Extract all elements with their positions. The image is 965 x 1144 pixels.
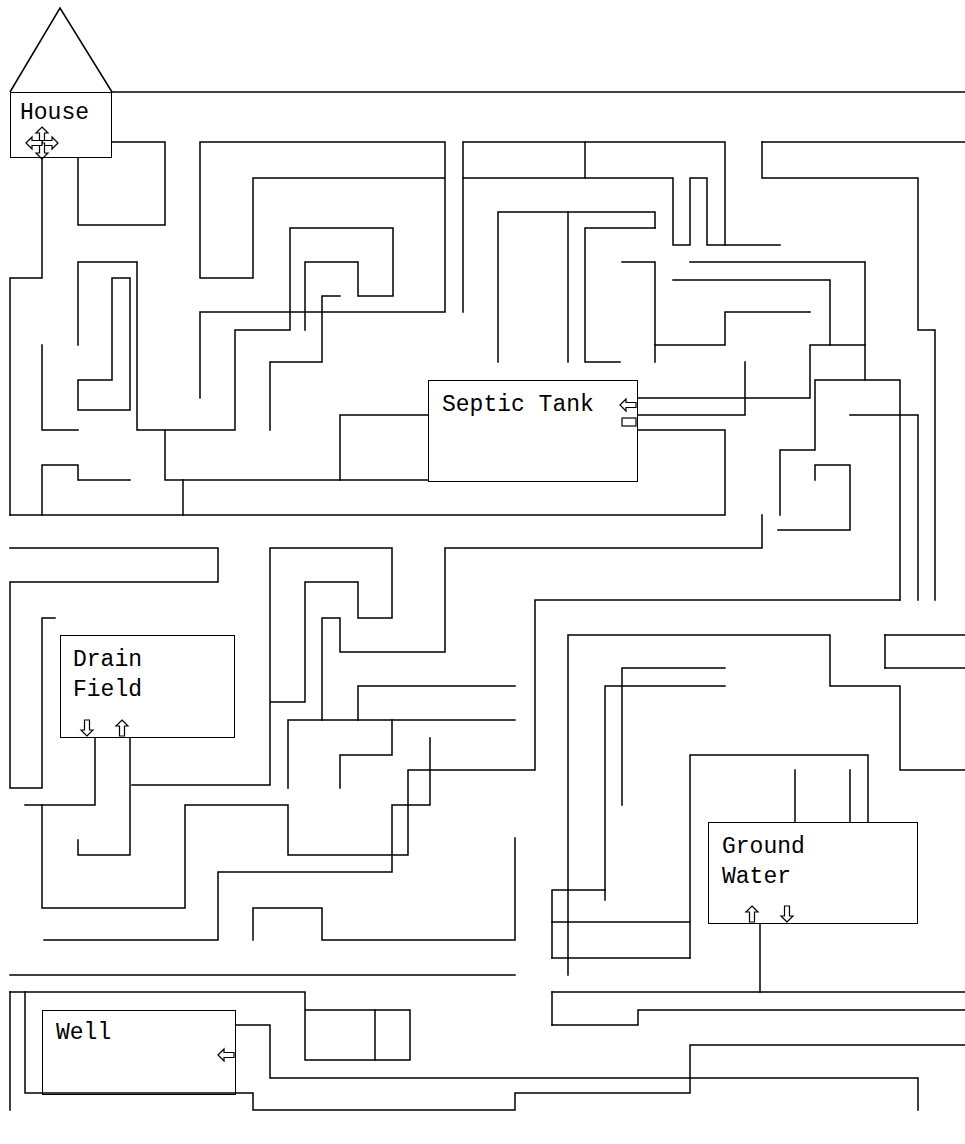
maze-wall: [42, 345, 78, 430]
maze-wall: [762, 142, 935, 600]
flow-arrow: [26, 137, 42, 149]
maze-station-box: Drain Field: [60, 635, 235, 738]
maze-wall: [498, 212, 655, 362]
maze-wall: [463, 142, 780, 312]
maze-wall: [552, 1010, 965, 1025]
maze-wall: [759, 924, 761, 992]
maze-wall: [850, 415, 918, 600]
station-label: Ground Water: [722, 832, 840, 892]
station-label: Septic Tank: [442, 390, 624, 420]
maze-wall: [44, 738, 430, 940]
maze-wall: [622, 262, 655, 362]
maze-wall: [78, 738, 130, 855]
maze-wall: [10, 430, 725, 515]
maze-wall: [236, 1025, 918, 1110]
maze-wall: [78, 278, 130, 410]
maze-wall: [253, 838, 515, 940]
maze-wall: [638, 345, 865, 398]
maze-wall: [638, 362, 745, 415]
maze-wall: [568, 635, 965, 975]
maze-wall: [112, 91, 965, 93]
maze-station-box: Septic Tank: [428, 380, 638, 482]
maze-wall: [374, 1010, 376, 1060]
maze-wall: [551, 992, 553, 1025]
maze-wall: [778, 465, 850, 530]
maze-wall: [322, 515, 762, 720]
flow-arrow: [620, 399, 636, 411]
station-label: Drain Field: [73, 645, 178, 705]
maze-wall: [182, 480, 184, 515]
maze-walls: [10, 92, 965, 1110]
outlet-pipe: [622, 418, 636, 426]
maze-wall: [165, 228, 393, 430]
maze-wall: [358, 686, 515, 720]
maze-wall: [25, 738, 95, 805]
maze-wall: [340, 415, 428, 480]
flow-arrow: [781, 906, 793, 922]
maze-wall: [10, 158, 42, 515]
maze-station-box: House: [10, 92, 112, 158]
house-roof: [10, 8, 112, 92]
maze-wall: [655, 312, 810, 345]
flow-arrow: [746, 906, 758, 922]
maze-wall: [78, 142, 165, 225]
maze-wall: [42, 465, 130, 515]
maze-wall: [552, 921, 690, 923]
maze-wall: [10, 974, 515, 976]
maze-wall: [849, 770, 851, 822]
maze-wall: [780, 380, 865, 515]
maze-wall: [25, 992, 965, 1110]
maze-wall: [690, 755, 868, 958]
maze-wall: [585, 228, 655, 362]
maze-wall: [605, 686, 725, 900]
maze-wall: [552, 890, 605, 958]
maze-wall: [10, 548, 218, 788]
maze-wall: [885, 667, 965, 669]
maze-wall: [762, 141, 965, 143]
maze-wall: [270, 296, 340, 430]
maze-wall: [340, 720, 392, 788]
maze-wall: [885, 634, 965, 636]
maze-station-box: Ground Water: [708, 822, 918, 924]
maze-wall: [552, 991, 965, 993]
maze-wall: [622, 668, 725, 805]
maze-station-box: Well: [42, 1010, 236, 1095]
station-label: House: [20, 98, 102, 128]
station-label: Well: [56, 1018, 222, 1048]
maze-wall: [794, 770, 796, 822]
maze-wall: [10, 992, 410, 1060]
maze-wall: [552, 957, 690, 959]
maze-wall: [132, 548, 392, 785]
maze-wall: [567, 212, 569, 362]
maze-wall: [78, 262, 428, 480]
maze-wall: [9, 992, 11, 1110]
flow-arrow: [81, 720, 93, 736]
maze-wall: [884, 635, 886, 668]
maze-wall: [42, 600, 900, 908]
flow-arrows: [26, 127, 793, 1061]
maze-wall: [584, 142, 586, 178]
flow-arrow: [218, 1049, 234, 1061]
flow-arrow: [116, 720, 128, 736]
maze-wall: [288, 720, 515, 788]
